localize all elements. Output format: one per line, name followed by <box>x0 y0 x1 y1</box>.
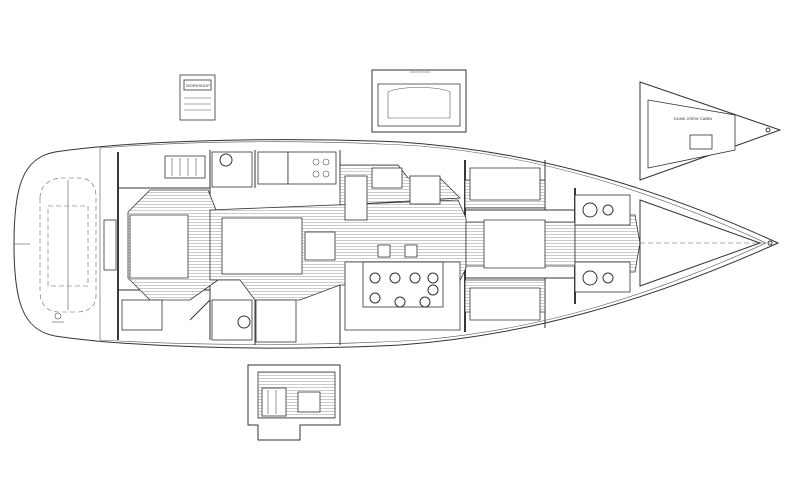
inset-cockpit <box>247 364 341 441</box>
forepeak <box>639 199 762 287</box>
heads <box>211 151 631 343</box>
salon-dining <box>344 244 461 331</box>
galley <box>257 151 441 221</box>
inset-aft-cabin <box>371 69 467 133</box>
crew-cabin-label: DUNK CREW CABIN <box>674 116 712 121</box>
inset-crew-cabin: DUNK CREW CABIN <box>639 81 782 181</box>
workshop-label: WORKSHOP <box>186 83 210 88</box>
bow-mark <box>767 240 773 246</box>
dinghy-tender <box>39 177 97 323</box>
berths <box>129 167 546 321</box>
stern-fittings <box>103 155 211 331</box>
inset-workshop: WORKSHOP <box>179 74 216 121</box>
